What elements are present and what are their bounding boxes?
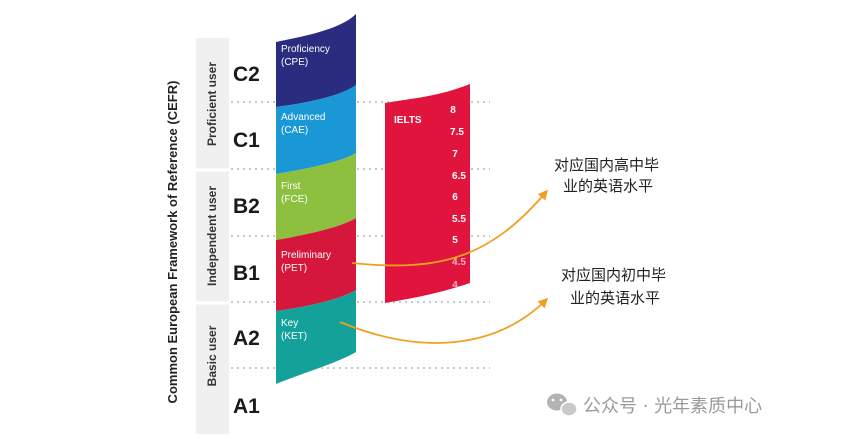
note-high-school-line2: 业的英语水平: [563, 177, 653, 195]
wechat-icon-eye: [551, 398, 555, 402]
exam-band-proficiency: [276, 14, 356, 107]
ielts-score: 8: [450, 105, 456, 116]
exam-label-proficiency: Proficiency: [281, 44, 330, 55]
wechat-icon-eye: [559, 398, 563, 402]
exam-label-first: First: [281, 181, 301, 192]
ielts-score: 6.5: [452, 171, 466, 182]
exam-band-key: [276, 290, 356, 384]
ielts-score: 4: [452, 280, 458, 291]
level-gridlines: [231, 101, 490, 369]
ielts-score: 4.5: [452, 257, 466, 268]
exam-label-first-code: (FCE): [281, 194, 308, 205]
level-code-c1: C1: [233, 129, 260, 152]
exam-label-advanced-code: (CAE): [281, 125, 308, 136]
ielts-score: 7.5: [450, 127, 464, 138]
note-high-school-line1: 对应国内高中毕: [554, 156, 659, 174]
cefr-title: Common European Framework of Reference (…: [165, 81, 180, 404]
watermark-text: 公众号 · 光年素质中心: [583, 396, 762, 417]
note-middle-school-line1: 对应国内初中毕: [561, 266, 666, 284]
ielts-score: 5: [452, 235, 458, 246]
exam-band-first: [276, 153, 356, 240]
exam-label-preliminary-code: (PET): [281, 263, 307, 274]
group-column-background: [196, 38, 229, 434]
arrow-high-school: [351, 189, 548, 267]
level-code-a1: A1: [233, 395, 260, 418]
ielts-score: 5.5: [452, 214, 466, 225]
arrow-middle-school: [339, 297, 549, 344]
note-middle-school-line2: 业的英语水平: [570, 289, 660, 307]
exam-label-advanced: Advanced: [281, 112, 325, 123]
exam-label-proficiency-code: (CPE): [281, 57, 308, 68]
ielts-title: IELTS: [394, 115, 422, 126]
ielts-score: 7: [452, 149, 458, 160]
exam-label-key-code: (KET): [281, 331, 307, 342]
ielts-score: 6: [452, 192, 458, 203]
exam-band-preliminary: [276, 218, 356, 311]
group-label-proficient: Proficient user: [205, 62, 219, 146]
level-code-b2: B2: [233, 195, 260, 218]
level-code-b1: B1: [233, 262, 260, 285]
group-label-basic: Basic user: [205, 325, 219, 386]
exam-label-key: Key: [281, 318, 298, 329]
wechat-icon-bubble-small: [560, 401, 578, 417]
ielts-scores: 8 7.5 7 6.5 6 5.5 5 4.5 4: [450, 105, 466, 291]
wechat-icon: [547, 393, 578, 417]
level-code-a2: A2: [233, 327, 260, 350]
exam-band-advanced: [276, 85, 356, 174]
level-code-c2: C2: [233, 63, 260, 86]
group-label-independent: Independent user: [205, 186, 219, 286]
ielts-band: [385, 84, 470, 303]
exam-label-preliminary: Preliminary: [281, 250, 331, 261]
